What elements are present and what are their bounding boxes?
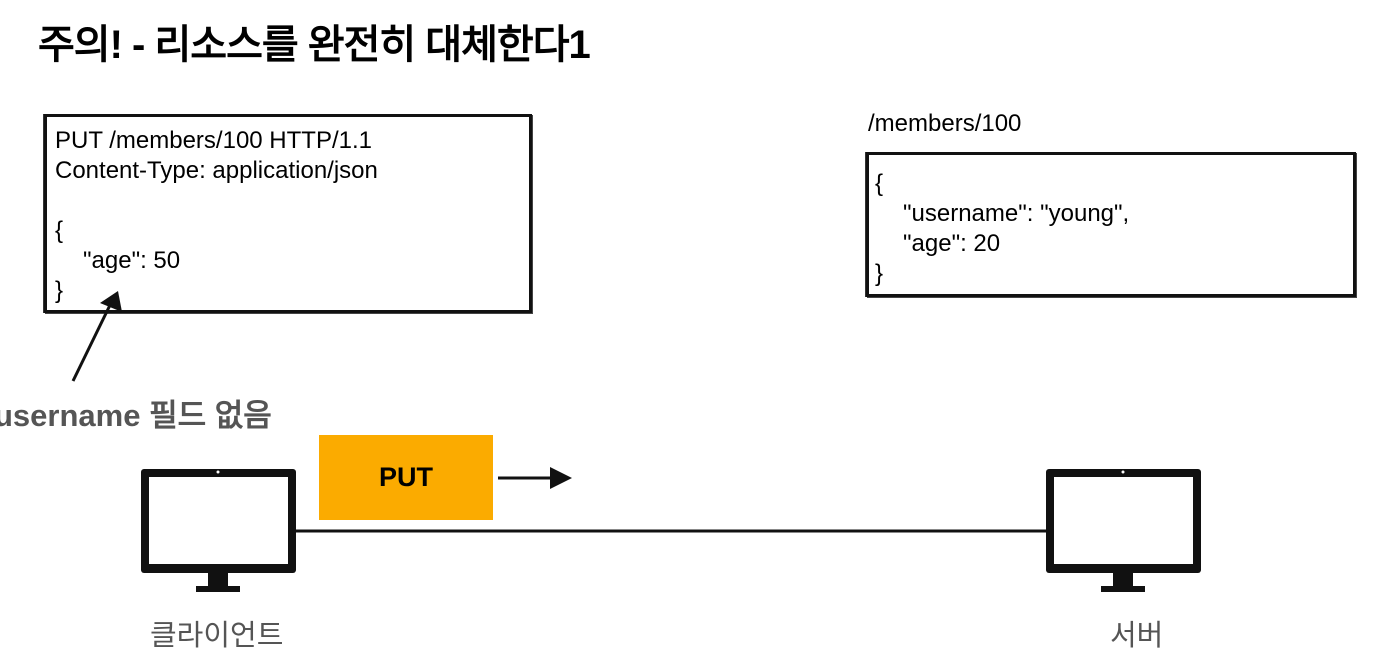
- client-label: 클라이언트: [150, 620, 284, 652]
- body-close-brace: }: [55, 277, 64, 304]
- resource-open-brace: {: [875, 170, 884, 197]
- server-monitor-icon: [1046, 469, 1201, 592]
- missing-field-note: username 필드 없음: [0, 398, 272, 433]
- request-message-box: PUT /members/100 HTTP/1.1 Content-Type: …: [44, 114, 532, 313]
- annotation-arrow: [71, 291, 122, 382]
- resource-path: /members/100: [868, 110, 1022, 137]
- page-title: 주의! - 리소스를 완전히 대체한다1: [38, 23, 591, 67]
- resource-username-field: "username": "young",: [903, 200, 1130, 227]
- content-type-header: Content-Type: application/json: [55, 157, 378, 184]
- body-age-field: "age": 50: [83, 247, 181, 274]
- resource-age-field: "age": 20: [903, 230, 1001, 257]
- client-monitor-icon: [141, 469, 296, 592]
- request-line: PUT /members/100 HTTP/1.1: [55, 127, 372, 154]
- body-open-brace: {: [55, 217, 64, 244]
- direction-arrow: [498, 467, 572, 489]
- put-method-label: PUT: [379, 462, 433, 492]
- resource-close-brace: }: [875, 260, 884, 287]
- server-label: 서버: [1110, 620, 1164, 652]
- resource-box: { "username": "young", "age": 20 }: [866, 152, 1356, 297]
- put-method-badge: PUT: [319, 435, 493, 520]
